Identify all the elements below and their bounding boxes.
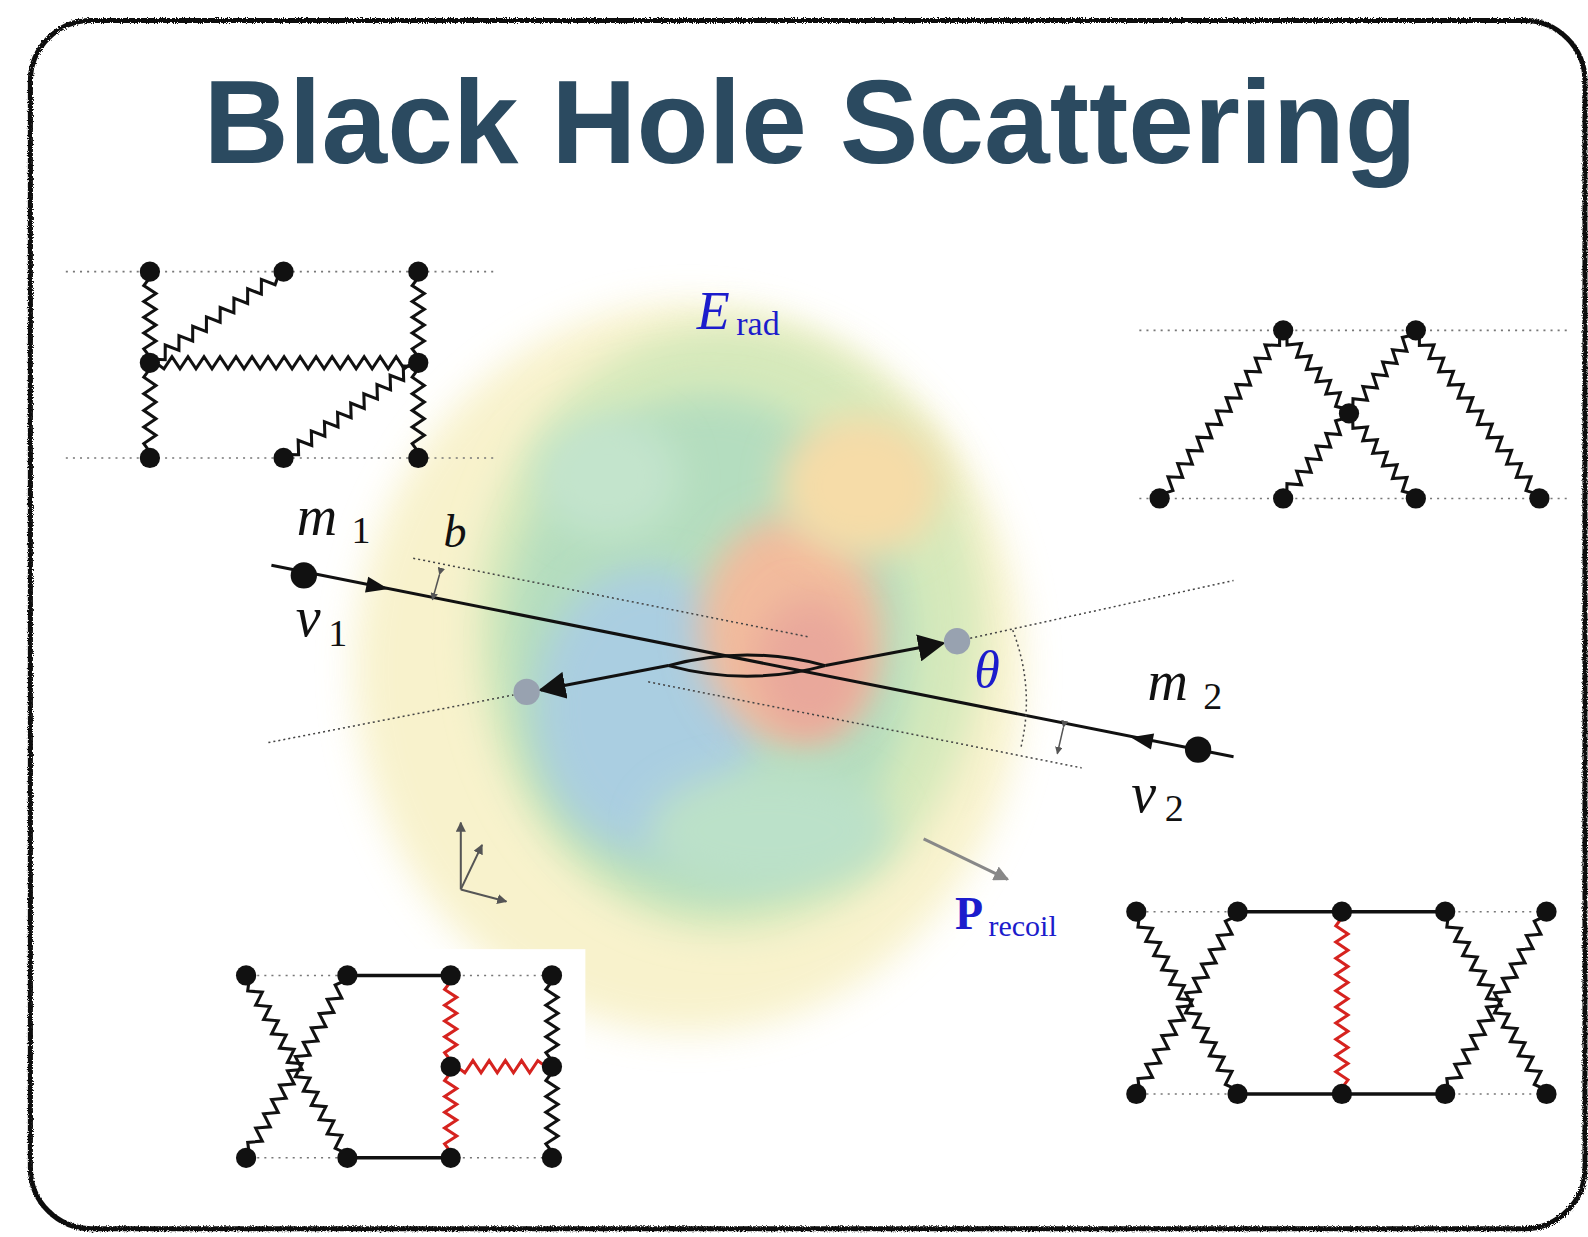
feynman-diagrams (66, 262, 1570, 1168)
feynman-diagram (236, 965, 562, 1168)
vertex (1536, 902, 1556, 922)
vertex (337, 1148, 357, 1168)
feynman-diagram (1126, 902, 1556, 1105)
vertex (441, 965, 461, 985)
velocity-symbol: v (296, 589, 321, 645)
worldline (1139, 330, 1569, 332)
vertex (1332, 902, 1352, 922)
graviton-line (150, 357, 418, 369)
radiation-cloud (354, 304, 1022, 1033)
radiated-energy-symbol: E (697, 284, 730, 338)
graviton-line (1283, 413, 1349, 498)
graviton-line (1136, 912, 1237, 1094)
trajectories (268, 558, 1233, 901)
vertex (1227, 902, 1247, 922)
vertex (1406, 320, 1426, 340)
vertex (236, 965, 256, 985)
vertex (1273, 320, 1293, 340)
vertex (140, 448, 160, 468)
graviton-line (1349, 413, 1416, 498)
graviton-line (246, 975, 347, 1157)
diagram-ground (225, 949, 586, 1177)
vertex (1126, 1084, 1146, 1104)
subscript: 1 (328, 614, 347, 652)
graviton-line (1160, 330, 1284, 498)
vertex (140, 262, 160, 282)
diagram-ground (1099, 304, 1575, 537)
vertex (236, 1148, 256, 1168)
vertex (542, 1148, 562, 1168)
vertex (542, 965, 562, 985)
velocity-symbol: v (1131, 765, 1156, 821)
vertex (441, 1057, 461, 1077)
subscript: 1 (351, 511, 370, 549)
graviton-line (546, 1067, 558, 1158)
vertex (441, 1148, 461, 1168)
propagator (347, 974, 450, 978)
worldline (243, 975, 555, 977)
vertex (1435, 902, 1455, 922)
frame (30, 20, 1585, 1228)
vertex (1435, 1084, 1455, 1104)
graviton-line (144, 272, 156, 363)
vertex (408, 448, 428, 468)
vertex (1529, 488, 1549, 508)
feynman-diagram (1139, 320, 1569, 508)
propagator (347, 1156, 450, 1160)
feynman-diagram (66, 262, 496, 469)
radiation-line (445, 1067, 457, 1158)
vertex (1149, 488, 1169, 508)
recoil-momentum-symbol: P (955, 891, 983, 937)
vertex (1536, 1084, 1556, 1104)
vertex (408, 353, 428, 373)
mass-symbol: m (1147, 653, 1187, 709)
subscript: 2 (1165, 789, 1184, 827)
vertex (1273, 488, 1293, 508)
vertex (1332, 1084, 1352, 1104)
vertex (1339, 403, 1359, 423)
vertex (273, 262, 293, 282)
graviton-line (1445, 912, 1546, 1094)
vertex (1406, 488, 1426, 508)
worldline (1139, 498, 1569, 500)
graviton-line (546, 975, 558, 1066)
title: Black Hole Scattering (204, 63, 1417, 181)
impact-parameter: b (444, 509, 467, 555)
radiation-line (445, 975, 457, 1066)
subscript: rad (736, 307, 779, 341)
vertex (1126, 902, 1146, 922)
graviton-line (1445, 912, 1546, 1094)
vertex (337, 965, 357, 985)
graviton-line (284, 363, 419, 458)
mass-symbol: m (297, 488, 337, 544)
worldline (243, 1157, 555, 1159)
vertex (273, 448, 293, 468)
scattering-angle: θ (974, 644, 1000, 696)
graviton-line (1283, 330, 1349, 413)
subscript: recoil (988, 911, 1056, 941)
graviton-line (1349, 330, 1416, 413)
graviton-line (412, 363, 424, 458)
graviton-line (1136, 912, 1237, 1094)
radiation-line (451, 1061, 552, 1073)
graviton-line (144, 363, 156, 458)
radiation-line (1336, 912, 1348, 1094)
subscript: 2 (1203, 677, 1222, 715)
graviton-line (246, 975, 347, 1157)
vertex (140, 353, 160, 373)
vertex (1227, 1084, 1247, 1104)
vertex (542, 1057, 562, 1077)
graviton-line (1416, 330, 1540, 498)
graviton-line (150, 272, 284, 363)
vertex (408, 262, 428, 282)
graviton-line (412, 272, 424, 363)
